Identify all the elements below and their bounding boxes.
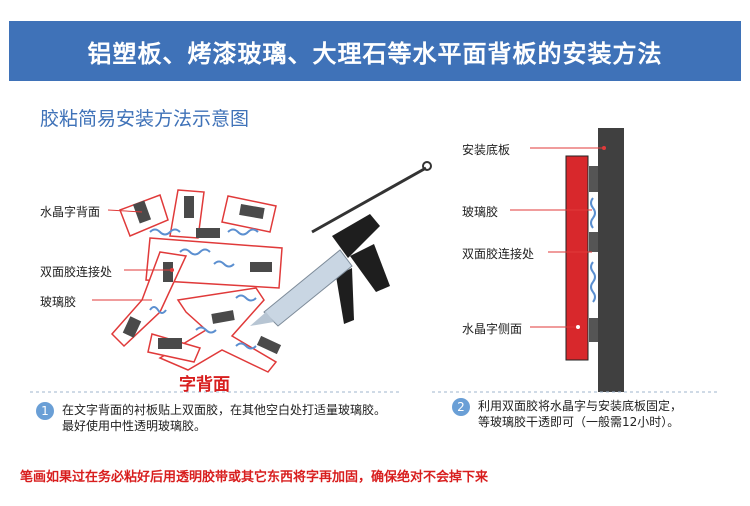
glue-line [235,294,257,302]
caption-back-of-letter: 字背面 [179,375,230,395]
glue-line [227,228,259,236]
label-glass-glue-right: 玻璃胶 [462,205,499,219]
step-1-text: 在文字背面的衬板贴上双面胶，在其他空白处打适量玻璃胶。 最好使用中性透明玻璃胶。 [62,402,386,434]
leader-lines-right [510,147,604,328]
glue-line [590,197,596,229]
glue-line [235,342,257,350]
step-1: 1 在文字背面的衬板贴上双面胶，在其他空白处打适量玻璃胶。 最好使用中性透明玻璃… [36,402,386,434]
base-plate [598,128,624,392]
label-base-plate: 安装底板 [462,143,511,157]
gun-nozzle [250,312,274,326]
gun-trigger [336,268,354,324]
step-1-line-2: 最好使用中性透明玻璃胶。 [62,419,207,433]
tape-piece [158,338,182,349]
tape-piece [184,196,194,218]
step-number-1: 1 [36,402,54,420]
label-tape-joint-right: 双面胶连接处 [462,247,535,261]
glue-line [213,260,235,268]
header-banner: 铝塑板、烤漆玻璃、大理石等水平面背板的安装方法 [9,21,741,81]
glue-line [590,261,596,303]
warning-note: 笔画如果过在务必粘好后用透明胶带或其它东西将字再加固，确保绝对不会掉下来 [20,470,489,485]
stroke-right-hook [158,287,278,373]
tape-piece [256,335,282,355]
glue-squiggles-right [590,197,596,303]
tape-piece [211,310,235,324]
joint-dot [602,146,606,150]
step-2-line-1: 利用双面胶将水晶字与安装底板固定， [478,399,683,413]
tape-piece [250,262,272,272]
tape-piece [589,318,598,342]
glue-line [149,228,181,236]
step-2-text: 利用双面胶将水晶字与安装底板固定， 等玻璃胶干透即可（一般需12小时）。 [478,398,682,430]
gun-body [332,214,380,258]
step-1-line-1: 在文字背面的衬板贴上双面胶，在其他空白处打适量玻璃胶。 [62,403,387,417]
step-number-2: 2 [452,398,470,416]
glue-line [149,306,167,314]
caulking-gun [250,161,432,327]
tape-piece [589,166,598,192]
letter-side [565,155,589,361]
gun-rod [311,166,427,234]
joint-dot [576,325,580,329]
step-2: 2 利用双面胶将水晶字与安装底板固定， 等玻璃胶干透即可（一般需12小时）。 [452,398,682,430]
gun-handle [350,244,390,292]
label-back-of-letter: 水晶字背面 [40,205,101,219]
tape-pieces-right [589,166,598,342]
page-title: 铝塑板、烤漆玻璃、大理石等水平面背板的安装方法 [87,39,663,68]
tape-piece [122,316,142,338]
leader-lines-left [92,209,172,301]
diagram-subtitle: 胶粘简易安装方法示意图 [40,108,250,130]
label-glass-glue: 玻璃胶 [40,295,77,309]
tape-piece [163,262,173,282]
tape-piece [239,203,265,219]
tape-piece [196,228,220,238]
glue-line [179,248,211,256]
label-tape-joint: 双面胶连接处 [40,265,113,279]
joint-dot [170,268,174,272]
label-letter-side: 水晶字侧面 [462,322,523,336]
step-2-line-2: 等玻璃胶干透即可（一般需12小时）。 [478,415,680,429]
glue-squiggles-left [149,228,259,350]
gun-rod-ring [422,161,432,171]
tape-piece [589,232,598,252]
glue-line [195,326,217,334]
